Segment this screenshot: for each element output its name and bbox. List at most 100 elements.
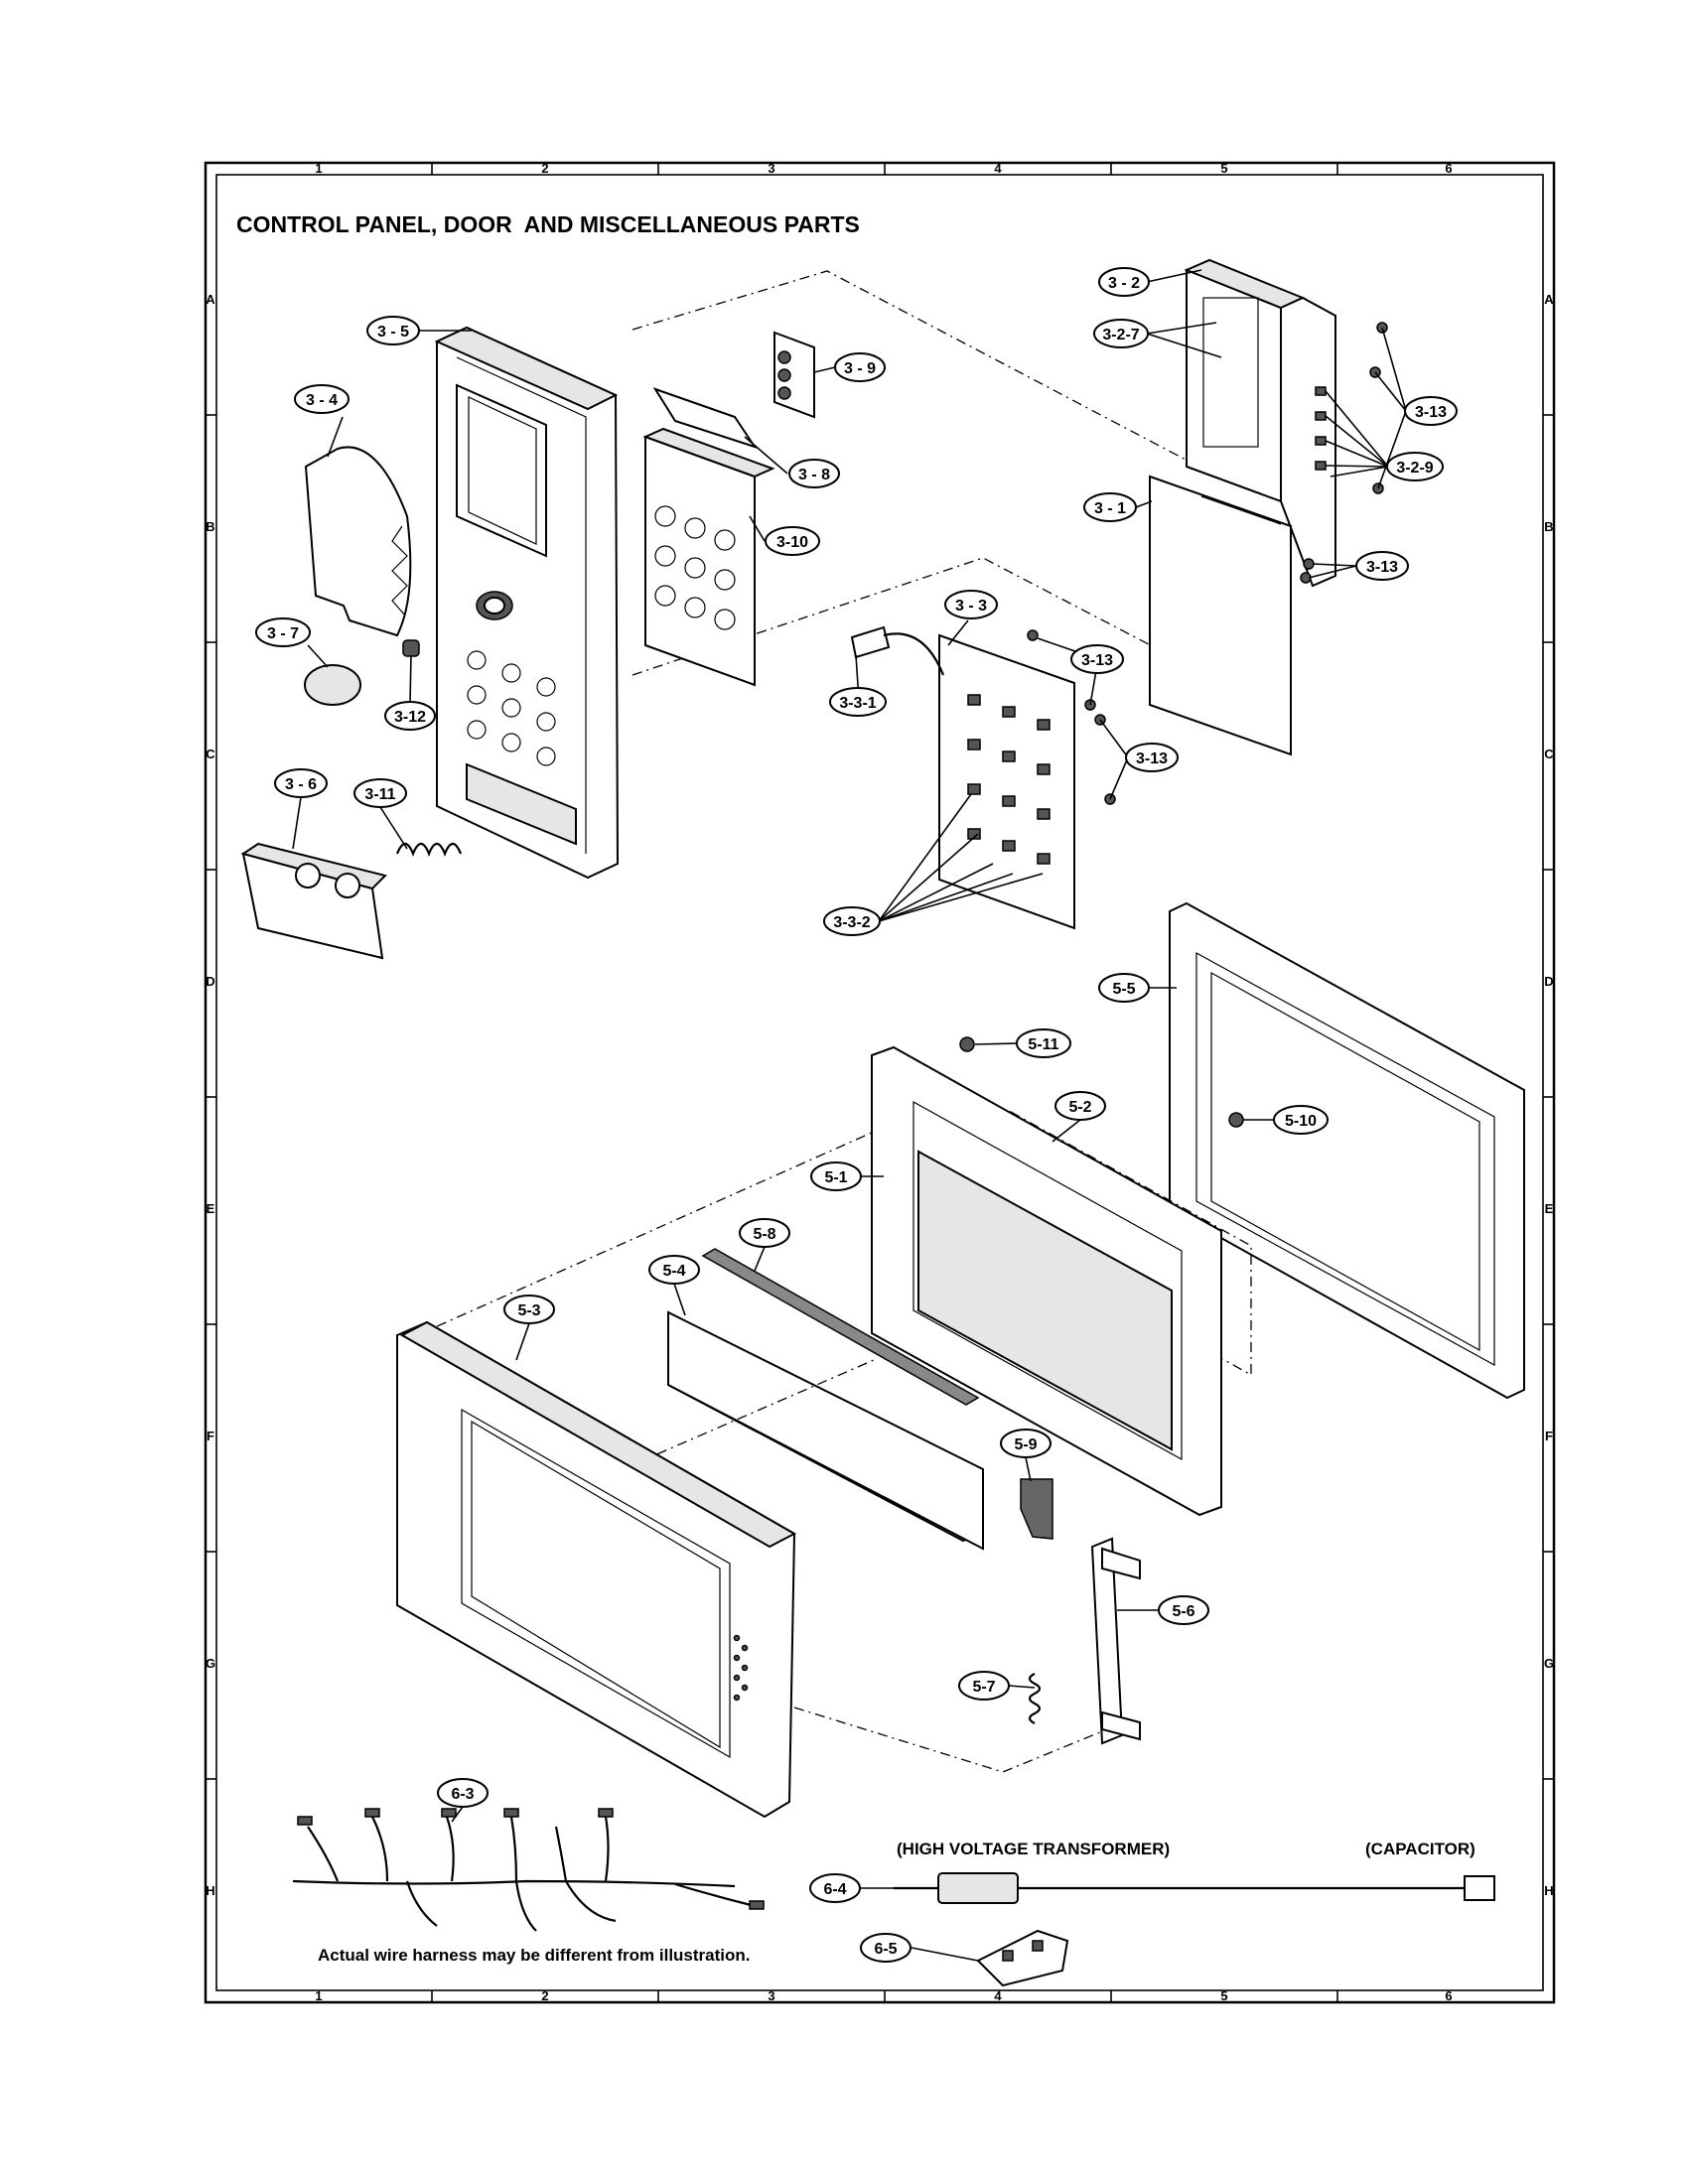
callout-5-10: 5-10 xyxy=(1273,1105,1329,1135)
callout-label: 6-3 xyxy=(451,1786,474,1803)
latch-spacer xyxy=(1020,1478,1053,1540)
grid-row-label: A xyxy=(1544,292,1554,307)
window-cover-zigzag xyxy=(391,525,408,616)
callout-label: 3 - 7 xyxy=(267,625,299,642)
callout-5-9: 5-9 xyxy=(1000,1429,1052,1458)
callout-3-13: 3-13 xyxy=(1404,396,1458,426)
button-spring xyxy=(395,842,463,857)
capacitor-label: (CAPACITOR) xyxy=(1365,1840,1475,1858)
callout-6-3: 6-3 xyxy=(437,1778,489,1808)
grid-row-label: F xyxy=(207,1429,214,1443)
callout-3-9: 3 - 9 xyxy=(834,352,886,382)
fuse-holder xyxy=(976,1929,1069,1987)
grid-row-label: H xyxy=(206,1883,214,1898)
harness-note: Actual wire harness may be different fro… xyxy=(318,1946,751,1965)
callout-label: 5-11 xyxy=(1028,1036,1058,1053)
callout-3-4: 3 - 4 xyxy=(294,384,350,414)
grid-row-label: G xyxy=(206,1656,215,1671)
callout-label: 3-2-7 xyxy=(1102,327,1139,343)
control-board xyxy=(938,633,1075,930)
grid-col-label: 5 xyxy=(1220,1988,1227,2003)
grid-col-label: 4 xyxy=(994,1988,1002,2003)
grid-row-label: B xyxy=(206,519,214,534)
callout-6-5: 6-5 xyxy=(860,1933,912,1963)
callout-3-10: 3-10 xyxy=(765,526,820,556)
latch-head xyxy=(1090,1537,1141,1745)
callout-label: 3-13 xyxy=(1366,559,1398,576)
door-seal-strip xyxy=(701,1248,980,1406)
callout-3-1: 3 - 1 xyxy=(1083,492,1137,522)
grid-ticks xyxy=(206,163,1554,2002)
grid-row-label: C xyxy=(1544,747,1554,761)
control-panel-frame xyxy=(434,270,1189,880)
grid-row-label: D xyxy=(206,974,214,989)
callout-3-2: 3 - 2 xyxy=(1098,267,1150,297)
thermal-fuse xyxy=(894,1872,1495,1904)
callout-label: 3-13 xyxy=(1136,751,1168,767)
callout-label: 5-10 xyxy=(1285,1113,1317,1130)
callout-3-2-7: 3-2-7 xyxy=(1093,319,1149,348)
screw xyxy=(959,1036,975,1052)
callout-label: 5-8 xyxy=(753,1226,775,1243)
grid-row-labels-right: A B C D E F G H xyxy=(1544,292,1554,1898)
callout-label: 3 - 6 xyxy=(285,776,317,793)
callout-label: 5-5 xyxy=(1112,981,1135,998)
callout-label: 5-3 xyxy=(517,1302,540,1319)
grid-col-label: 2 xyxy=(541,1988,548,2003)
transformer-label: (HIGH VOLTAGE TRANSFORMER) xyxy=(897,1840,1170,1858)
callout-3-6: 3 - 6 xyxy=(274,768,328,798)
door-frame xyxy=(871,1045,1222,1517)
callout-5-6: 5-6 xyxy=(1158,1595,1209,1625)
door-open-button xyxy=(240,842,387,960)
callout-3-2-9: 3-2-9 xyxy=(1386,452,1444,481)
callout-3-13: 3-13 xyxy=(1355,551,1409,581)
door-glass-panel xyxy=(667,1310,984,1551)
callout-label: 5-6 xyxy=(1172,1603,1194,1620)
callout-label: 3-10 xyxy=(776,534,808,551)
callout-label: 3 - 2 xyxy=(1108,275,1140,292)
ribbon-connector xyxy=(850,625,891,659)
wire-harness xyxy=(292,1808,765,1932)
grid-row-label: B xyxy=(1544,519,1553,534)
callout-label: 3 - 1 xyxy=(1094,500,1126,517)
grid-col-label: 5 xyxy=(1220,161,1227,176)
choke-cover xyxy=(1169,901,1525,1400)
leader-lines xyxy=(292,269,1407,1962)
grid-row-label: H xyxy=(1544,1883,1553,1898)
callout-3-7: 3 - 7 xyxy=(255,617,311,647)
display-plate xyxy=(1149,475,1292,756)
callout-label: 3 - 3 xyxy=(955,598,987,614)
grid-column-labels-bottom: 1 2 3 4 5 6 xyxy=(315,1988,1452,2003)
callout-label: 3-3-2 xyxy=(833,914,870,931)
callout-label: 3 - 5 xyxy=(377,324,409,341)
grid-row-labels-left: A B C D E F G H xyxy=(206,292,215,1898)
grid-row-label: C xyxy=(206,747,215,761)
screw xyxy=(1228,1112,1244,1128)
grid-col-label: 6 xyxy=(1445,1988,1452,2003)
grid-col-label: 6 xyxy=(1445,161,1452,176)
callout-3-11: 3-11 xyxy=(353,778,407,808)
grid-col-label: 1 xyxy=(315,1988,322,2003)
callout-label: 3-2-9 xyxy=(1396,460,1433,477)
callout-label: 3 - 4 xyxy=(306,392,338,409)
callout-label: 3-12 xyxy=(394,709,426,726)
callout-5-8: 5-8 xyxy=(739,1218,790,1248)
callout-label: 5-9 xyxy=(1014,1436,1037,1453)
outer-frame xyxy=(204,161,1556,2004)
grid-row-label: G xyxy=(1544,1656,1554,1671)
grid-col-label: 3 xyxy=(768,1988,774,2003)
callout-label: 5-2 xyxy=(1068,1099,1091,1116)
callout-5-5: 5-5 xyxy=(1098,973,1150,1003)
callout-5-2: 5-2 xyxy=(1054,1091,1106,1121)
grid-col-label: 2 xyxy=(541,161,548,176)
connector-block xyxy=(773,331,815,419)
key-unit xyxy=(642,427,775,687)
callout-label: 6-4 xyxy=(823,1881,846,1898)
grid-col-label: 4 xyxy=(994,161,1002,176)
page-title: CONTROL PANEL, DOOR AND MISCELLANEOUS PA… xyxy=(236,211,860,237)
callout-3-13: 3-13 xyxy=(1125,743,1179,772)
callout-label: 3-3-1 xyxy=(839,695,876,712)
display-holder xyxy=(1184,258,1336,588)
knob-shaft xyxy=(402,639,420,657)
